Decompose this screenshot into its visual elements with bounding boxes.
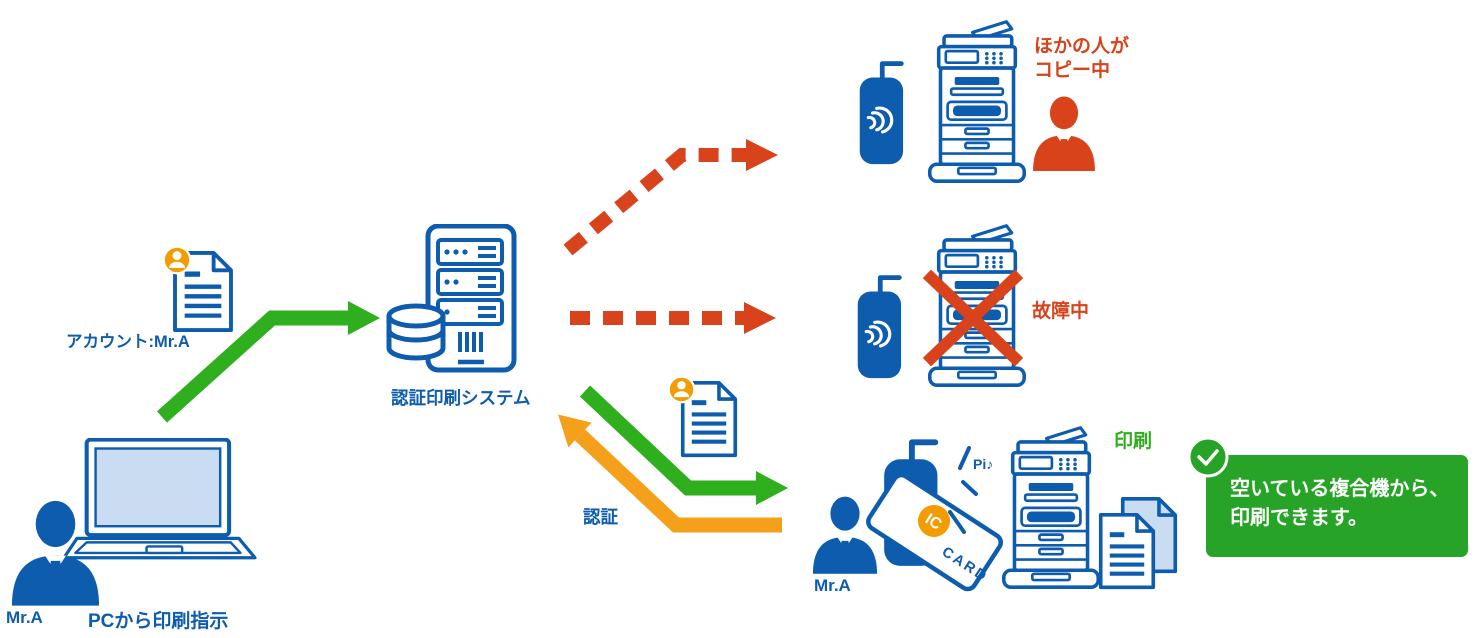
busy-caption: ほかの人が コピー中 <box>1034 35 1129 83</box>
card-reader-icon-busy <box>858 60 910 166</box>
result-callout: 空いている複合機から、 印刷できます。 <box>1206 455 1468 557</box>
user-a-pc-icon <box>8 500 103 606</box>
printer-person-label: Mr.A <box>814 576 851 595</box>
callout-line1: 空いている複合機から、 <box>1230 478 1450 500</box>
auth-label: 認証 <box>583 507 618 527</box>
printer-busy-icon <box>928 18 1026 184</box>
beep-sound-icon: Pi♪ <box>948 446 993 534</box>
ic-card-icon: IC CARD <box>866 472 1004 592</box>
arrow-pc-to-server <box>156 301 380 423</box>
account-badge-icon <box>162 245 192 275</box>
account-badge-icon-transfer <box>667 375 696 404</box>
printer-free-icon <box>1002 424 1100 590</box>
check-icon <box>1187 436 1229 478</box>
broken-caption: 故障中 <box>1032 301 1090 322</box>
beep-text: Pi♪ <box>973 456 993 472</box>
pc-caption: PCから印刷指示 <box>88 611 229 632</box>
pc-person-label: Mr.A <box>6 608 43 627</box>
arrow-server-to-broken-printer <box>570 302 776 334</box>
arrow-server-to-free-printer <box>579 385 788 505</box>
arrow-auth-printer-to-server <box>558 414 782 533</box>
other-user-icon <box>1030 96 1098 171</box>
card-reader-icon-broken <box>856 274 908 380</box>
job-document-icon-transfer <box>667 375 744 462</box>
ic-chip-circle <box>917 504 950 537</box>
busy-caption-line2: コピー中 <box>1034 60 1111 81</box>
account-label: アカウント:Mr.A <box>66 333 190 351</box>
callout-line2: 印刷できます。 <box>1230 507 1368 529</box>
arrow-server-to-busy-printer <box>563 139 778 256</box>
printed-documents-icon <box>1098 496 1178 596</box>
print-job-document-icon <box>162 245 236 336</box>
print-caption: 印刷 <box>1114 431 1153 452</box>
out-of-order-cross-icon <box>922 268 1024 368</box>
busy-caption-line1: ほかの人が <box>1034 36 1130 57</box>
auth-print-server-icon <box>386 224 518 376</box>
server-label: 認証印刷システム <box>391 388 531 408</box>
